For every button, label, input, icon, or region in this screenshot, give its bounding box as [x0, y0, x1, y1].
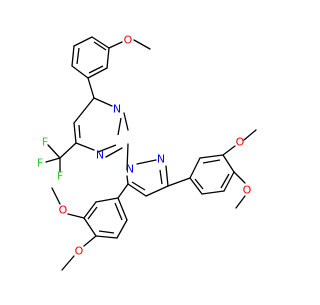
- pyrimidine-ring: [73, 77, 129, 158]
- bond-left-ring-o1: [67, 213, 85, 219]
- fluorine-label-2: F: [37, 157, 43, 170]
- molecule-drawing: O F F F N N N N O O O O: [37, 34, 257, 271]
- bond-right-ring-o1: [222, 145, 236, 156]
- pyrazole-ring: [126, 159, 169, 197]
- oxygen-label-left-1: O: [59, 204, 68, 217]
- bond-o2-methyl: [235, 195, 246, 209]
- bond-left-ring-o2: [83, 235, 97, 247]
- bond-o2-methyl-left: [61, 255, 75, 271]
- bond-ring-to-o: [108, 41, 123, 49]
- bond-o1-methyl-left: [51, 187, 61, 205]
- methoxyphenyl-ring-top: [71, 36, 110, 79]
- bond-pyrazole-right-ring: [167, 177, 191, 187]
- oxygen-label-top: O: [124, 34, 133, 47]
- bond-o-to-methyl: [133, 39, 151, 50]
- dimethoxyphenyl-ring-right: [189, 154, 235, 195]
- fluorine-label-1: F: [42, 136, 48, 149]
- dimethoxyphenyl-ring-left: [83, 197, 128, 239]
- bond-pyrimidine-pyrazole: [126, 143, 129, 171]
- bond-pyrazole-left-ring: [117, 183, 129, 199]
- nitrogen-label-pyrazole-2: N: [126, 163, 134, 176]
- fluorine-label-3: F: [57, 170, 63, 183]
- bond-right-ring-o2: [233, 171, 246, 184]
- nitrogen-label-pyrimidine-top: N: [113, 103, 121, 116]
- nitrogen-label-pyrimidine-bottom: N: [96, 149, 104, 162]
- oxygen-label-right-1: O: [236, 136, 245, 149]
- oxygen-label-left-2: O: [75, 245, 84, 258]
- oxygen-label-right-2: O: [243, 184, 252, 197]
- nitrogen-label-pyrazole-1: N: [157, 153, 165, 166]
- bond-o1-methyl: [243, 129, 257, 141]
- structure-canvas: O F F F N N N N O O O O: [37, 34, 257, 271]
- trifluoromethyl-group: [45, 142, 77, 173]
